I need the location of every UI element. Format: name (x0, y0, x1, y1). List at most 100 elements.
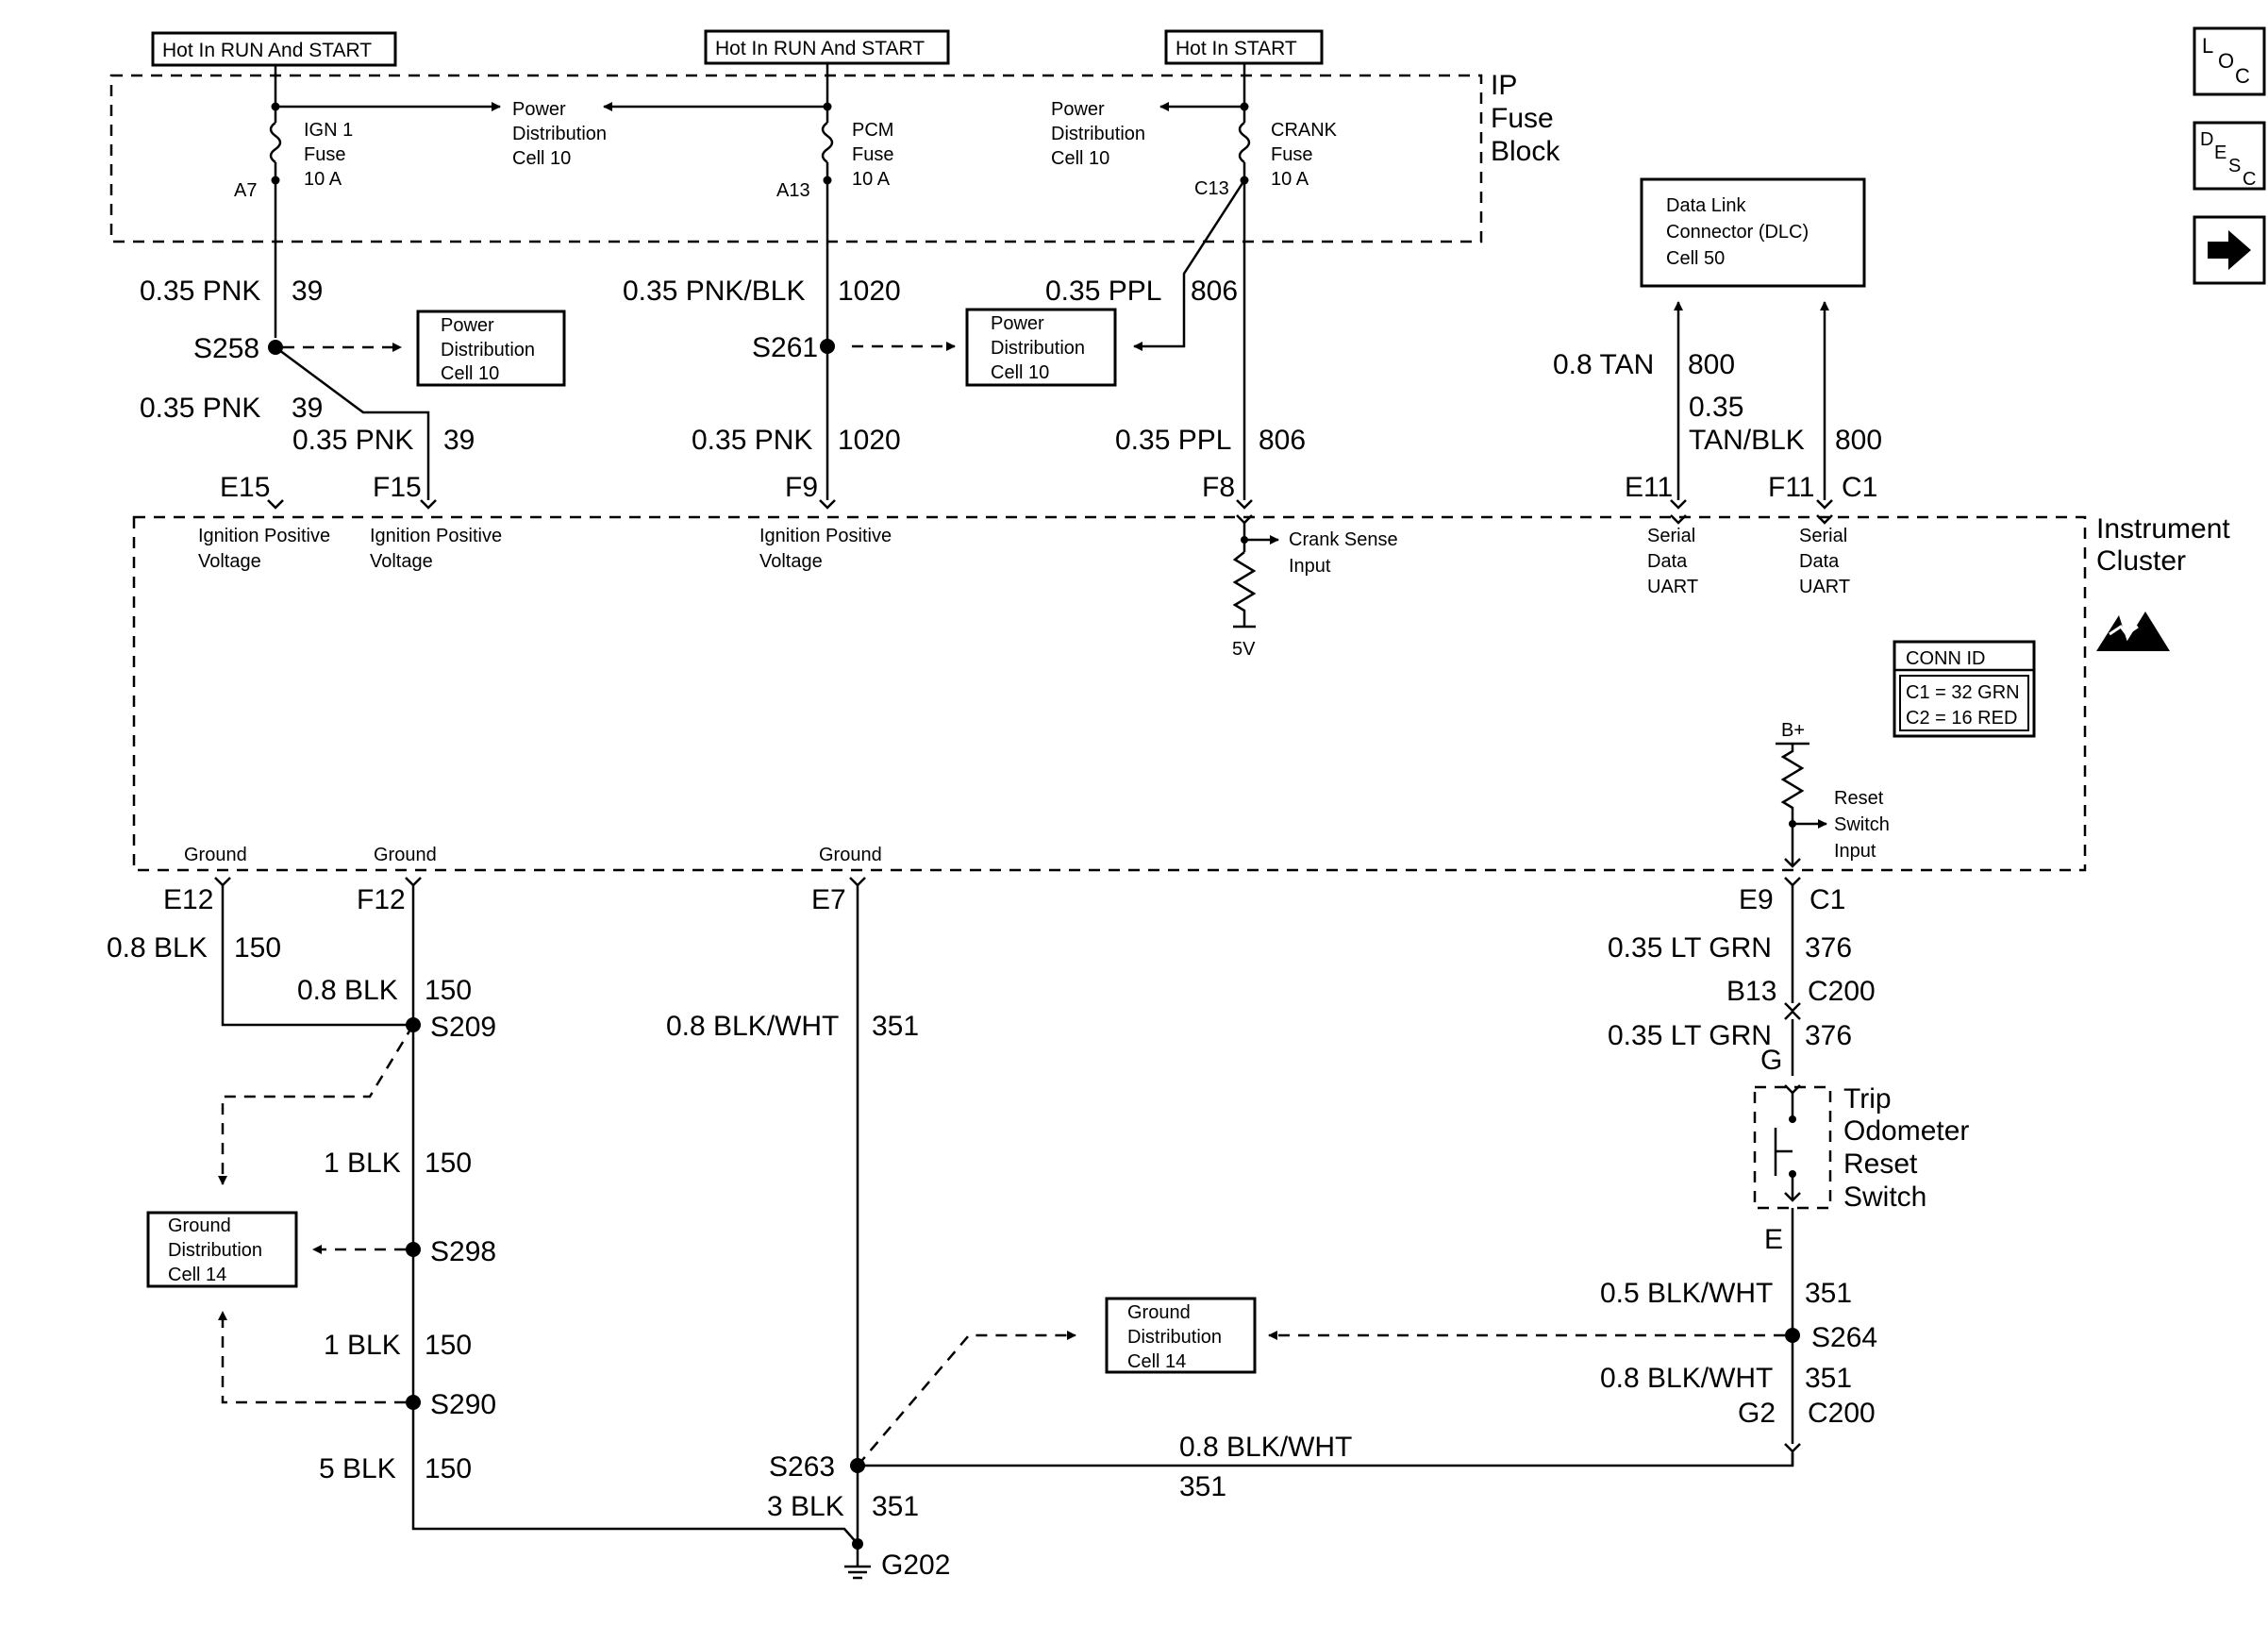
wire-1020-color-a: 0.35 PNK/BLK (623, 276, 805, 307)
crank-fuse-name: CRANK (1271, 120, 1338, 141)
wire-39-circuit-c: 39 (443, 425, 475, 456)
serial-data-pins (1670, 514, 1833, 525)
pin-c1-bottom: C1 (1809, 884, 1845, 915)
ign-voltage-1-line1: Ignition Positive (198, 526, 330, 546)
ip-fuse-block-outline (109, 74, 1483, 243)
wire-806-circuit-b: 806 (1259, 425, 1306, 456)
serial-2-line1: Serial (1799, 526, 1847, 546)
loc-button[interactable]: L O C (2193, 26, 2266, 96)
reset-switch-input-circuit (1776, 742, 1827, 868)
ign1-fuse-pin: A7 (234, 180, 257, 201)
wire-150-color-e: 5 BLK (319, 1453, 396, 1484)
wire-150-e12 (221, 885, 413, 1027)
trip-switch-label-4: Switch (1843, 1182, 1926, 1213)
desc-button[interactable]: D E S C (2193, 121, 2266, 191)
arrow-right-icon (2208, 230, 2251, 270)
reset-input-line2: Switch (1834, 814, 1890, 835)
conn-id-title: CONN ID (1906, 648, 1985, 669)
esd-warning-icon (2096, 612, 2170, 651)
gd-box-2-line1: Ground (1127, 1302, 1191, 1323)
pin-c200-bottom: C200 (1808, 1398, 1876, 1429)
pd-top-1-line2: Distribution (512, 124, 607, 144)
wire-39-circuit-a: 39 (292, 276, 323, 307)
crank-fuse-column: CRANK Fuse 10 A C13 (1133, 63, 1338, 500)
wire-800-circuit-b: 800 (1835, 425, 1882, 456)
ign-voltage-1-line2: Voltage (198, 551, 261, 572)
wire-150-color-a: 0.8 BLK (107, 932, 208, 964)
wire-150-circuit-a: 150 (234, 932, 281, 964)
wire-150-color-c: 1 BLK (324, 1148, 401, 1179)
pd-box-2-line1: Power (991, 313, 1044, 334)
trip-switch-label-1: Trip (1843, 1083, 1892, 1115)
dlc-line3: Cell 50 (1666, 248, 1725, 269)
next-page-button[interactable] (2193, 215, 2266, 285)
crank-fuse-rating: 10 A (1271, 169, 1309, 190)
pin-g2: G2 (1738, 1398, 1776, 1429)
splice-s290-dot (406, 1395, 421, 1410)
splice-s290-label: S290 (430, 1389, 496, 1420)
ground-label-3: Ground (819, 845, 882, 865)
serial-1-line3: UART (1647, 577, 1698, 597)
ground-label-2: Ground (374, 845, 437, 865)
wire-351-color-d: 0.5 BLK/WHT (1600, 1278, 1773, 1309)
gd-box-2-line2: Distribution (1127, 1327, 1222, 1348)
wire-800-circuit-a: 800 (1688, 349, 1735, 380)
ign1-fuse-rating: 10 A (304, 169, 342, 190)
wire-351-color-a: 0.8 BLK/WHT (666, 1011, 839, 1042)
connector-chevrons-bottom (214, 877, 1801, 887)
wire-351-circuit-d: 351 (1805, 1278, 1852, 1309)
pin-c200-top: C200 (1808, 976, 1876, 1007)
wire-150-color-b: 0.8 BLK (297, 975, 398, 1006)
ip-fuse-block-label-1: IP (1491, 70, 1517, 101)
wire-351-circuit-e: 351 (1805, 1363, 1852, 1394)
pcm-fuse-column: PCM Fuse 10 A A13 (603, 63, 893, 500)
gd-box-1-line2: Distribution (168, 1240, 262, 1261)
wire-39-color-c: 0.35 PNK (292, 425, 413, 456)
instrument-cluster-label-2: Cluster (2096, 545, 2186, 577)
trip-switch-label-3: Reset (1843, 1148, 1918, 1180)
splice-s298-label: S298 (430, 1236, 496, 1267)
pin-f12: F12 (357, 884, 406, 915)
wire-351-color-b: 3 BLK (767, 1491, 844, 1522)
splice-s261-dot (820, 339, 835, 354)
loc-letter-l: L (2202, 34, 2213, 58)
pcm-fuse-pin: A13 (776, 180, 810, 201)
pcm-fuse-name: PCM (852, 120, 893, 141)
reset-input-line3: Input (1834, 841, 1876, 862)
power-source-labels: Hot In RUN And START Hot In RUN And STAR… (151, 29, 1324, 67)
hot-start-label: Hot In START (1176, 38, 1297, 59)
pin-b13: B13 (1726, 976, 1776, 1007)
wire-351-circuit-a: 351 (872, 1011, 919, 1042)
pd-box-1-line1: Power (441, 315, 494, 336)
ground-g202-icon (844, 1557, 871, 1580)
wire-150-circuit-b: 150 (425, 975, 472, 1006)
desc-letter-e: E (2214, 142, 2226, 163)
conn-id-c1: C1 = 32 GRN (1906, 682, 2020, 703)
gd-box-1-line3: Cell 14 (168, 1265, 226, 1285)
connector-chevrons-top (267, 499, 1833, 510)
wire-150-circuit-c: 150 (425, 1148, 472, 1179)
wire-39-branch (275, 345, 430, 500)
pin-e7: E7 (811, 884, 846, 915)
wire-1020-circuit-b: 1020 (838, 425, 901, 456)
splice-s264-label: S264 (1811, 1322, 1877, 1353)
ign-voltage-3-line1: Ignition Positive (759, 526, 892, 546)
hot-run-start-box-1 (151, 31, 397, 67)
reset-input-line1: Reset (1834, 788, 1884, 809)
pd-box-2 (965, 308, 1117, 387)
crank-fuse-symbol (1238, 121, 1251, 164)
splice-s298-dot (406, 1242, 421, 1257)
ign1-fuse-symbol (269, 121, 282, 164)
wire-351-color-e: 0.8 BLK/WHT (1600, 1363, 1773, 1394)
crank-sense-label-2: Input (1289, 556, 1331, 577)
ign1-fuse-type: Fuse (304, 144, 345, 165)
wire-800-color-b2: TAN/BLK (1689, 425, 1805, 456)
pd-top-2-line1: Power (1051, 99, 1105, 120)
dlc-box (1640, 177, 1866, 288)
wire-1020-circuit-a: 1020 (838, 276, 901, 307)
crank-sense-circuit (1232, 514, 1279, 629)
pin-e: E (1764, 1224, 1783, 1255)
splice-s264-dot (1785, 1328, 1800, 1343)
